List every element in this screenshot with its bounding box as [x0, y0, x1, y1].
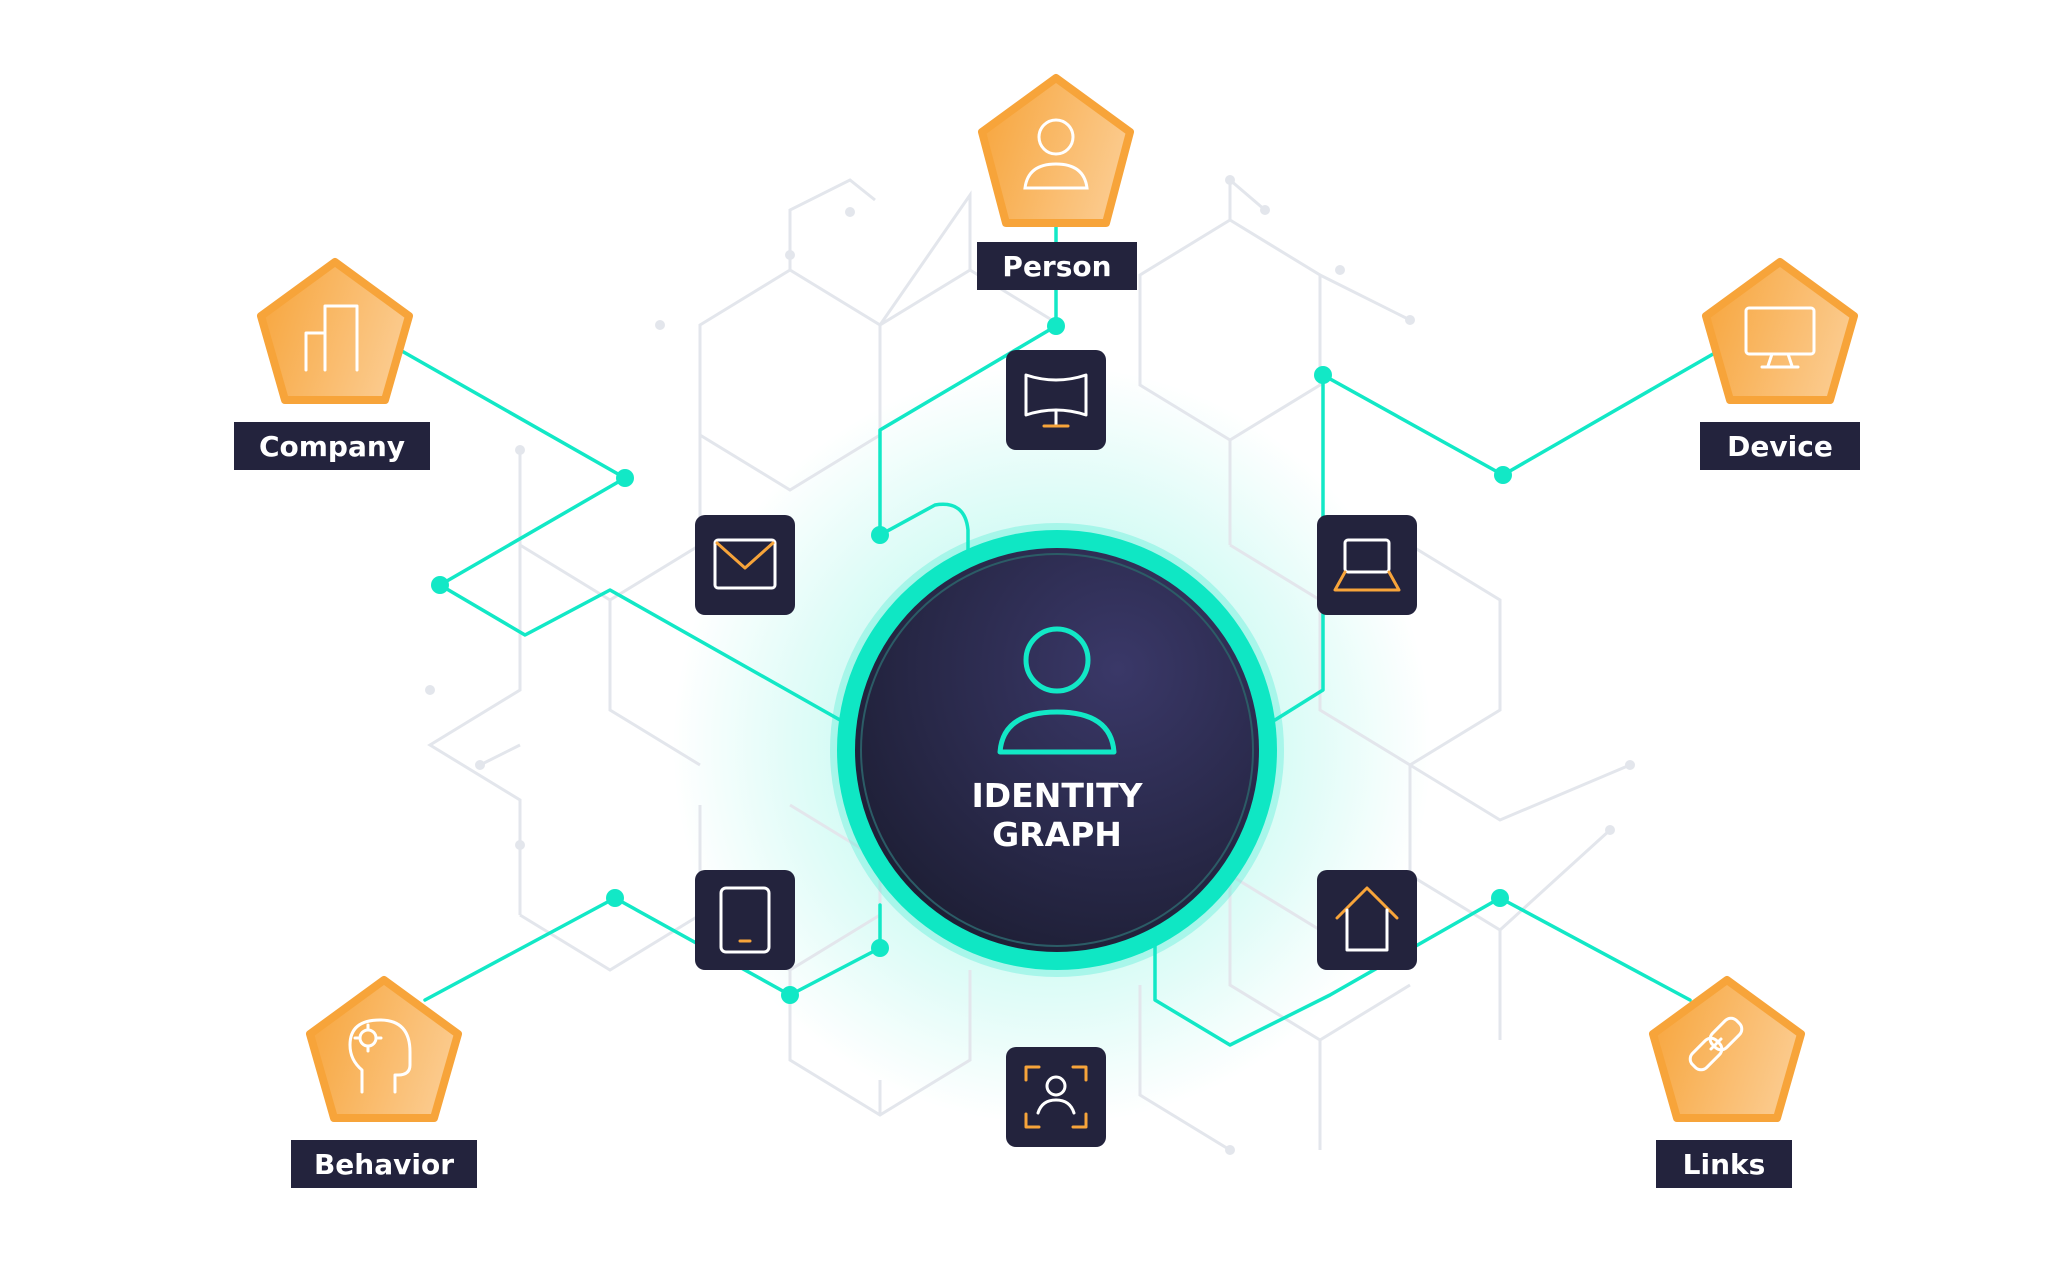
category-company: Company: [234, 258, 430, 470]
channel-tile-email: [695, 515, 795, 615]
channel-tile-monitor: [1006, 350, 1106, 450]
tablet-icon: [719, 886, 771, 954]
category-links: Links: [1649, 976, 1805, 1188]
category-person: Person: [977, 74, 1137, 290]
laptop-icon: [1333, 538, 1401, 592]
person-icon: [1023, 118, 1089, 190]
identity-graph-core: IDENTITY GRAPH: [830, 523, 1284, 977]
category-label-bg: [234, 422, 430, 470]
channel-tile-laptop: [1317, 515, 1417, 615]
background-network-dots: [425, 175, 1635, 1155]
category-behavior: Behavior: [291, 976, 477, 1188]
bar-chart-icon: [304, 304, 359, 372]
core-title-line1: IDENTITY: [971, 776, 1143, 815]
category-device: Device: [1700, 258, 1860, 470]
link-icon: [1688, 1016, 1744, 1072]
category-label-person: Person: [1002, 250, 1111, 283]
category-label-device: Device: [1727, 430, 1833, 463]
background-network: [427, 176, 1631, 1152]
channel-tile-home: [1317, 870, 1417, 970]
category-label-bg: [977, 242, 1137, 290]
category-label-company: Company: [259, 430, 405, 463]
monitor-icon: [1744, 306, 1816, 369]
channel-tile-face-scan: [1006, 1047, 1106, 1147]
category-label-behavior: Behavior: [314, 1148, 454, 1181]
channel-tile-tablet: [695, 870, 795, 970]
face-scan-icon: [1024, 1065, 1088, 1129]
core-title-line2: GRAPH: [992, 815, 1122, 854]
category-label-bg: [291, 1140, 477, 1188]
curved-monitor-icon: [1024, 373, 1088, 428]
head-gear-icon: [348, 1018, 412, 1094]
category-label-bg: [1700, 422, 1860, 470]
teal-nodes: [431, 317, 1512, 1004]
home-icon: [1335, 886, 1399, 952]
category-label-links: Links: [1683, 1148, 1766, 1181]
category-label-bg: [1656, 1140, 1792, 1188]
person-icon: [997, 626, 1117, 755]
email-icon: [713, 538, 777, 590]
